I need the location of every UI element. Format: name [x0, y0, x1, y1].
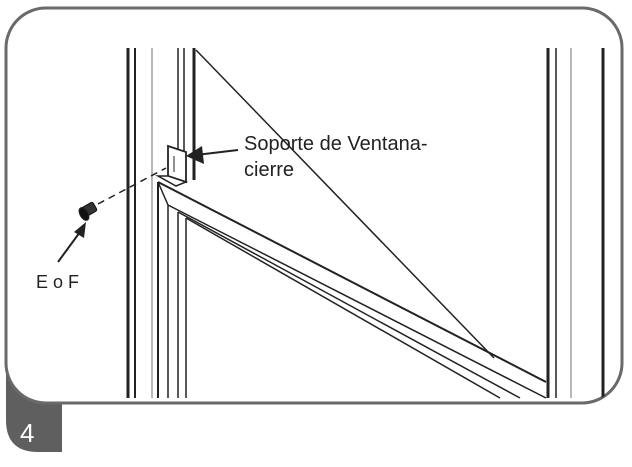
screw-pointer-arrow: [57, 222, 86, 263]
left-window-frame: [126, 48, 196, 398]
step-number: 4: [20, 418, 34, 448]
bracket-label-line1: Soporte de Ventana-: [244, 133, 427, 155]
screw-label: E o F: [36, 272, 79, 292]
bracket-label-line2: cierre: [244, 159, 294, 181]
screw-icon: [78, 201, 98, 221]
sash-diagonal: [195, 49, 495, 359]
diagram-panel: [4, 6, 624, 405]
screw-guide-line: [97, 167, 167, 205]
right-window-frame: [546, 48, 605, 398]
bracket-pointer-arrow: [186, 146, 239, 164]
panel-frame: [157, 181, 547, 399]
window-lock-bracket: [155, 144, 189, 187]
